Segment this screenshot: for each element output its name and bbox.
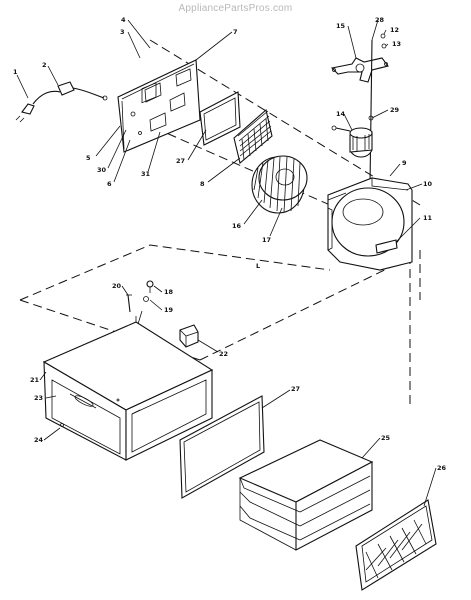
callout-25: 25 (381, 434, 391, 442)
blower-wheel (251, 155, 308, 214)
small-filter (199, 91, 241, 146)
small-hardware (126, 280, 199, 348)
callout-6: 6 (107, 180, 112, 188)
watermark: AppliancePartsPros.com (178, 3, 293, 14)
callout-9: 9 (402, 159, 407, 167)
power-cord (15, 81, 108, 123)
callout-31: 31 (141, 170, 151, 178)
callout-labels: 1 2 4 3 7 5 30 6 31 27 8 16 17 15 28 12 … (13, 16, 447, 472)
callout-17: 17 (262, 236, 271, 244)
callout-11: 11 (423, 214, 433, 222)
callout-10: 10 (423, 180, 433, 188)
callout-22: 22 (219, 350, 228, 358)
callout-30: 30 (97, 166, 107, 174)
callout-24: 24 (34, 436, 44, 444)
blower-housing (327, 177, 413, 271)
cabinet-sleeve (42, 310, 214, 461)
callout-4: 4 (121, 16, 126, 24)
callout-2: 2 (42, 61, 47, 69)
control-panel (117, 59, 201, 153)
callout-3: 3 (120, 28, 125, 36)
callout-15: 15 (336, 22, 346, 30)
stray-mark: L (256, 262, 260, 270)
callout-29: 29 (390, 106, 400, 114)
large-filter (179, 395, 265, 499)
motor-and-bracket (330, 33, 389, 186)
callout-8: 8 (200, 180, 205, 188)
grille (233, 108, 273, 164)
front-grille (355, 499, 437, 591)
callout-16: 16 (232, 222, 242, 230)
callout-5: 5 (86, 154, 91, 162)
callout-1: 1 (13, 68, 18, 76)
callout-7: 7 (233, 28, 238, 36)
callout-27-upper: 27 (176, 157, 185, 165)
callout-20: 20 (112, 282, 122, 290)
callout-21: 21 (30, 376, 40, 384)
callout-23: 23 (34, 394, 43, 402)
callout-14: 14 (336, 110, 346, 118)
callout-12: 12 (390, 26, 399, 34)
callout-27-lower: 27 (291, 385, 300, 393)
callout-18: 18 (164, 288, 174, 296)
louver-assembly (238, 439, 374, 551)
leader-lines (16, 19, 437, 507)
callout-13: 13 (392, 40, 401, 48)
callout-26: 26 (437, 464, 447, 472)
callout-19: 19 (164, 306, 174, 314)
callout-28: 28 (375, 16, 385, 24)
